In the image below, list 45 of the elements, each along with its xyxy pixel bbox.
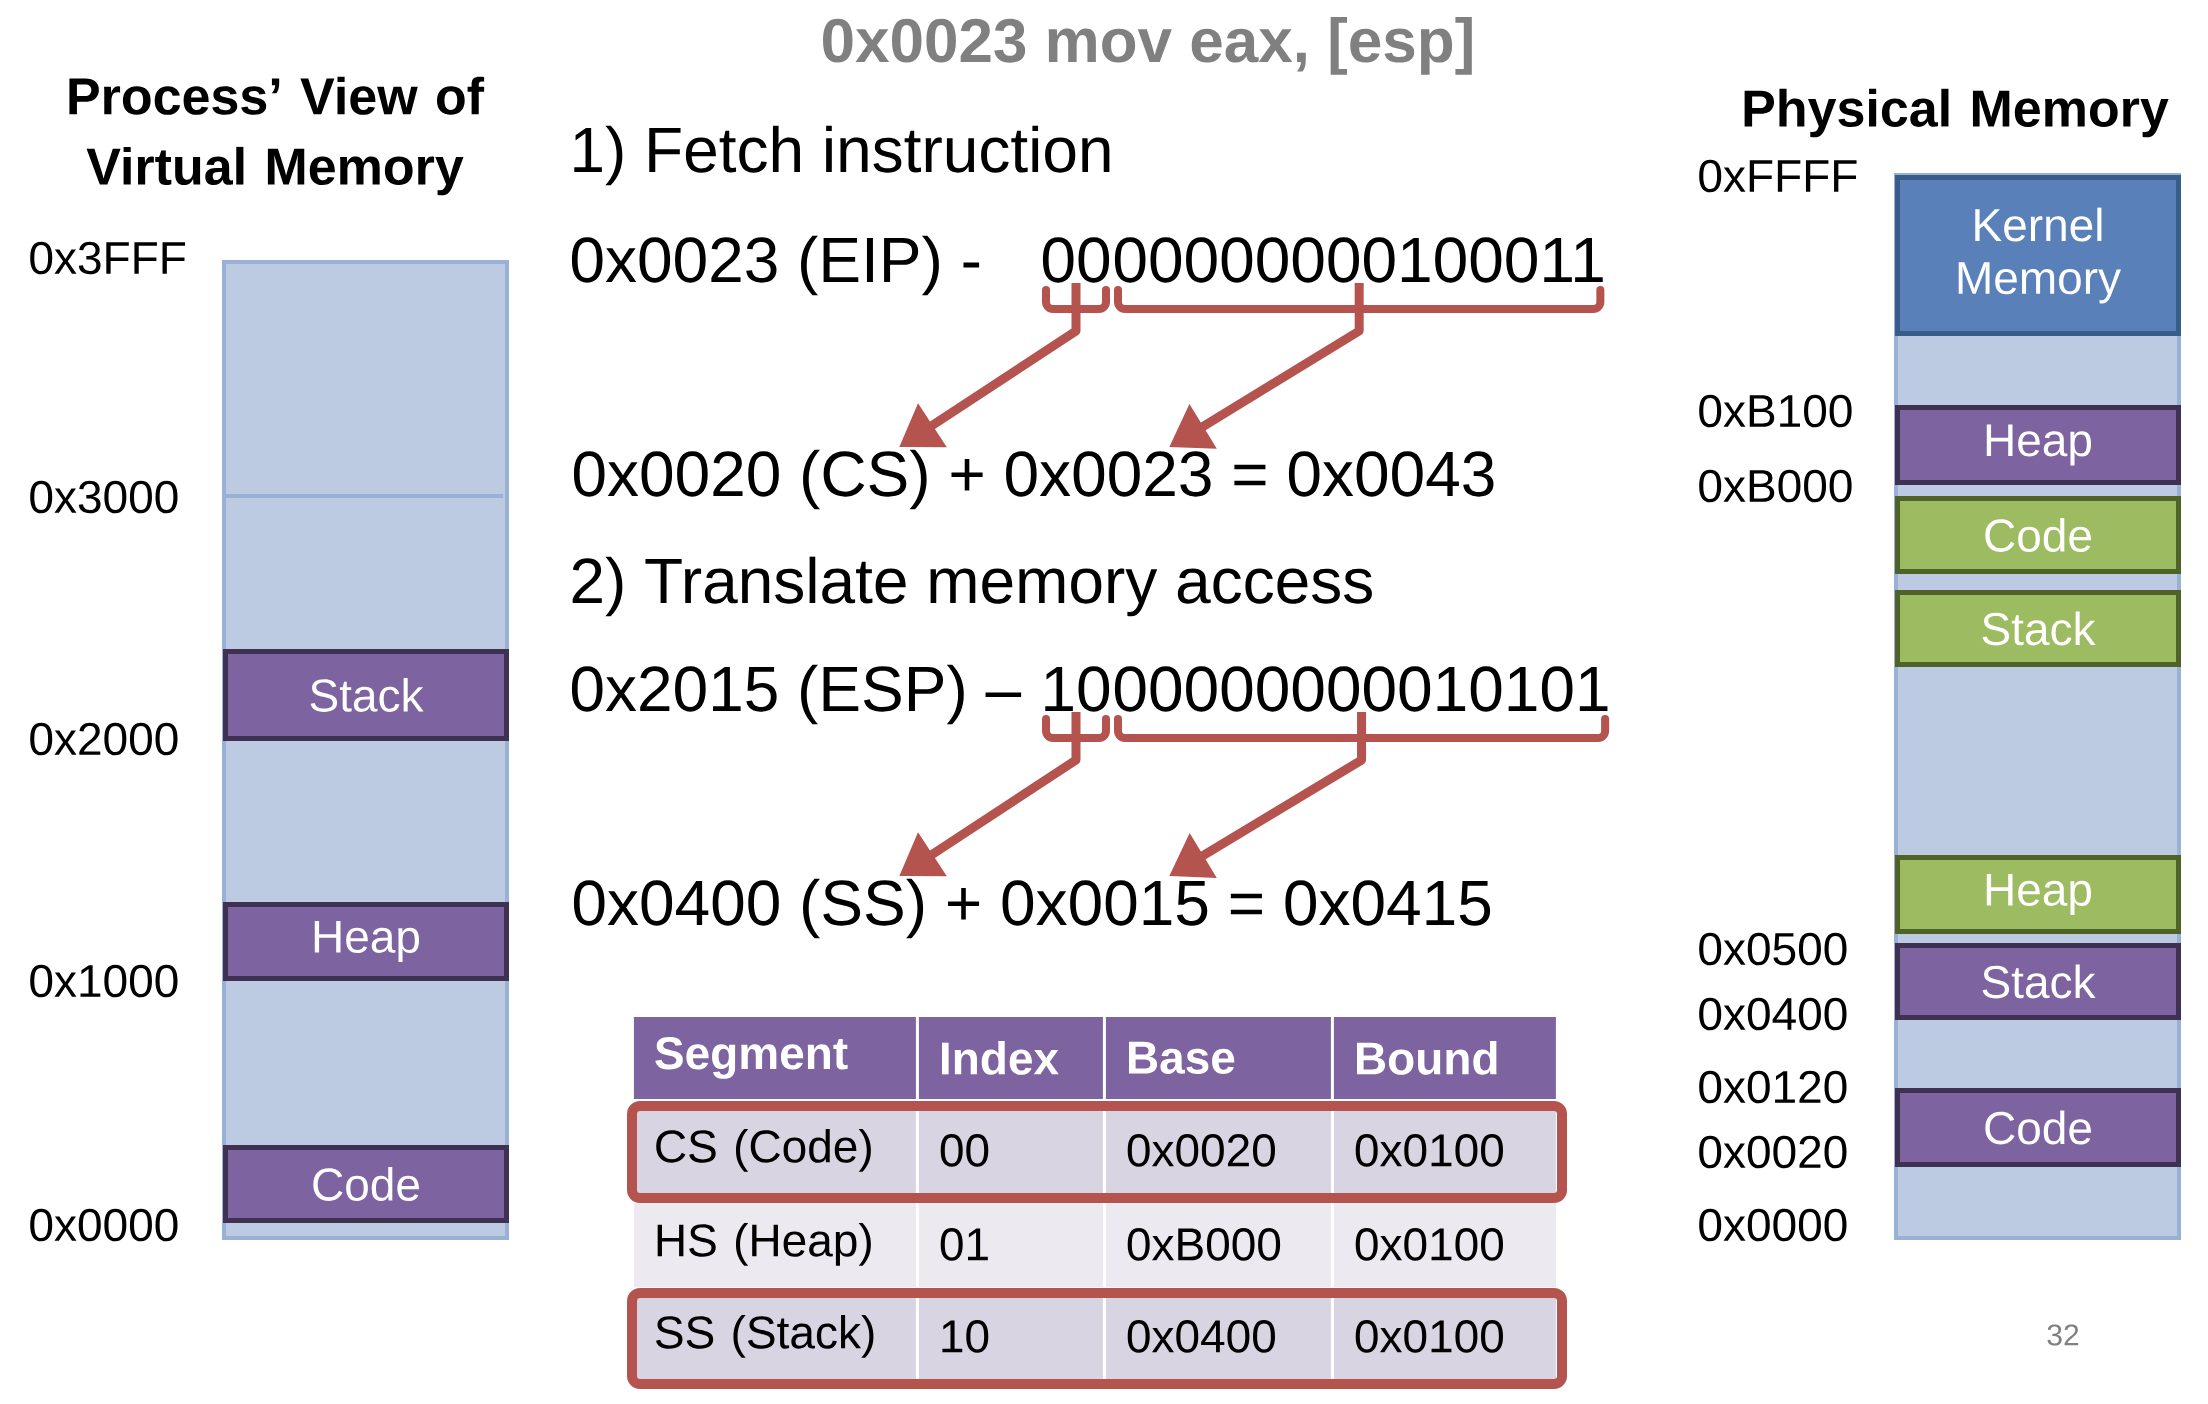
table-cell: 0x0100: [1333, 1201, 1556, 1287]
address-label: 0xB000: [1699, 469, 1852, 503]
memory-segment: Stack: [1895, 943, 2181, 1020]
register-value: 0x0023 (EIP) -: [571, 235, 980, 296]
address-label: 0x1000: [30, 964, 178, 998]
address-label: 0x0020: [1699, 1135, 1847, 1169]
table-header-cell: Segment: [633, 1016, 916, 1099]
table-cell: 01: [918, 1201, 1103, 1287]
address-label: 0x0000: [1699, 1208, 1847, 1242]
memory-segment: Code: [223, 1145, 509, 1223]
column-heading: Process’ View of Virtual Memory: [69, 76, 485, 196]
table-cell: 0xB000: [1105, 1201, 1331, 1287]
memory-segment: Code: [1895, 496, 2181, 574]
address-label: 0x3FFF: [30, 241, 186, 275]
table-header-cell: Index: [918, 1016, 1103, 1099]
memory-segment: Heap: [1895, 405, 2181, 485]
bit-group: 10: [1045, 666, 1110, 712]
memory-segment: Heap: [1895, 855, 2181, 934]
memory-segment: Stack: [1895, 590, 2181, 667]
bit-group: 00: [1042, 237, 1110, 283]
table-cell: HS (Heap): [633, 1201, 916, 1287]
address-calculation: 0x0020 (CS) + 0x0023 = 0x0043: [573, 449, 1494, 510]
register-value: 0x2015 (ESP) –: [571, 664, 1022, 725]
memory-segment: Stack: [223, 649, 509, 741]
address-label: 0x0400: [1699, 997, 1847, 1031]
bit-group: 00000000100011: [1114, 237, 1603, 283]
address-label: 0x0000: [30, 1208, 178, 1242]
page-number: 32: [2047, 1324, 2079, 1346]
bit-group: 00000000010101: [1114, 666, 1608, 712]
address-label: 0x3000: [30, 480, 178, 514]
address-label: 0x0500: [1699, 932, 1847, 966]
column-heading: Physical Memory: [1744, 88, 2169, 138]
table-header-cell: Base: [1105, 1016, 1331, 1099]
table-header-cell: Bound: [1333, 1016, 1556, 1099]
address-label: 0x0120: [1699, 1070, 1847, 1104]
address-label: 0x2000: [30, 722, 178, 756]
address-calculation: 0x0400 (SS) + 0x0015 = 0x0415: [573, 878, 1491, 939]
step-heading: 2) Translate memory access: [572, 556, 1372, 617]
memory-segment: Code: [1895, 1088, 2181, 1167]
memory-segment: Heap: [223, 902, 509, 981]
address-label: 0xB100: [1699, 394, 1852, 428]
step-heading: 1) Fetch instruction: [574, 125, 1110, 186]
address-label: 0xFFFF: [1699, 159, 1857, 193]
memory-segment: Kernel Memory: [1895, 175, 2181, 336]
slide-title: 0x0023 mov eax, [esp]: [823, 17, 1472, 75]
